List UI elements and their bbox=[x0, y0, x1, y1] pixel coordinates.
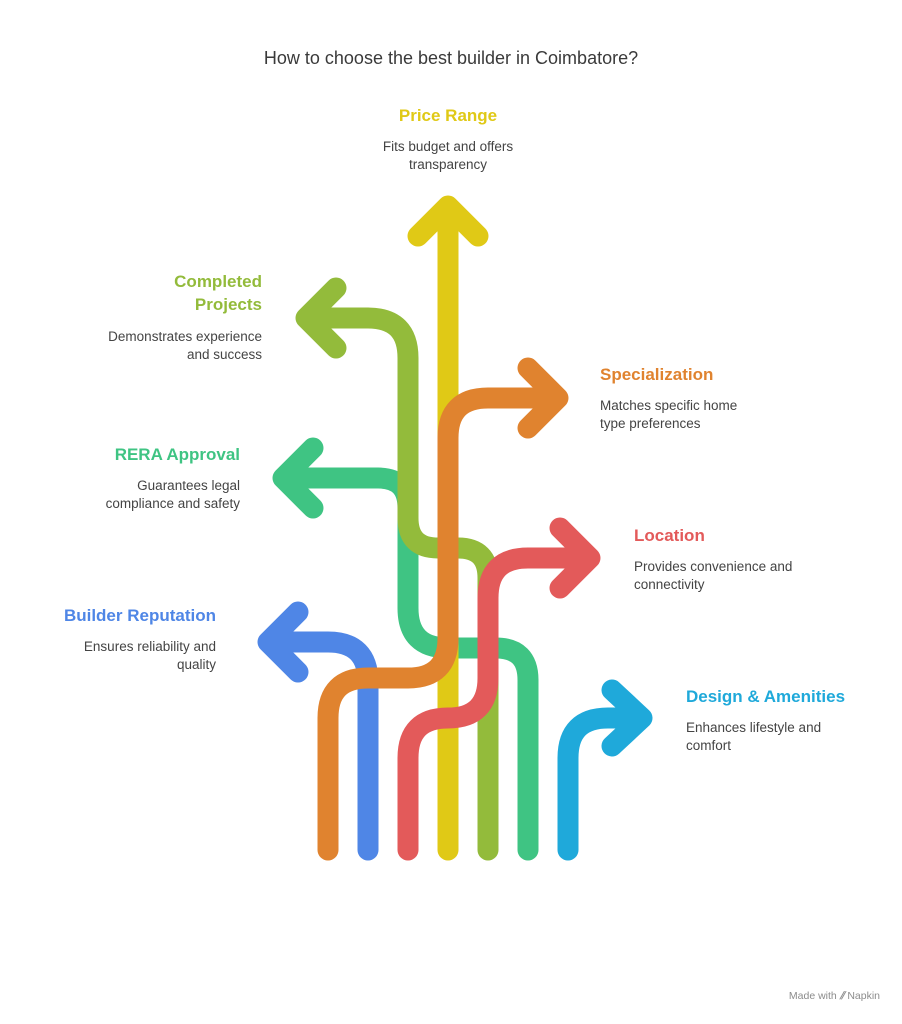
arrow-design-amenities bbox=[557, 679, 653, 861]
desc-specialization: Matches specific home type preferences bbox=[600, 398, 738, 431]
arrow-completed-projects bbox=[295, 277, 499, 861]
arrow-location bbox=[397, 517, 601, 861]
label-builder-reputation: Builder Reputation bbox=[63, 606, 216, 625]
label-price-range: Price Range bbox=[398, 106, 498, 125]
arrow-specialization bbox=[317, 357, 569, 861]
made-with-napkin[interactable]: Made with ⫽ Napkin bbox=[788, 990, 880, 1002]
desc-design-amenities: Enhances lifestyle and comfort bbox=[686, 720, 822, 753]
desc-rera-approval: Guarantees legal compliance and safety bbox=[105, 478, 240, 511]
diagram-title: How to choose the best builder in Coimba… bbox=[263, 48, 639, 68]
napkin-logo-icon: ⫽ bbox=[839, 990, 845, 1002]
label-design-amenities: Design & Amenities bbox=[686, 687, 846, 706]
label-location: Location bbox=[634, 526, 705, 545]
label-rera-approval: RERA Approval bbox=[114, 445, 240, 464]
label-specialization: Specialization bbox=[600, 365, 714, 384]
desc-price-range: Fits budget and offers transparency bbox=[382, 139, 514, 172]
desc-completed-projects: Demonstrates experience and success bbox=[108, 329, 262, 362]
label-completed-projects: Completed Projects bbox=[174, 272, 262, 314]
desc-location: Provides convenience and connectivity bbox=[634, 559, 793, 592]
desc-builder-reputation: Ensures reliability and quality bbox=[83, 639, 216, 672]
